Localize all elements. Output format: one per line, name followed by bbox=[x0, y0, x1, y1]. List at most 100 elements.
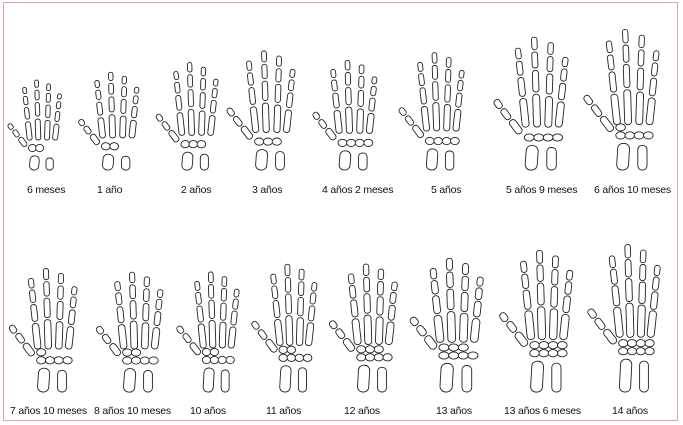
phalanx-bone bbox=[28, 278, 34, 288]
metacarpal-bone bbox=[25, 122, 32, 141]
carpal-bone bbox=[54, 357, 63, 364]
hand-xray-11-years bbox=[258, 254, 332, 392]
phalanx-bone bbox=[532, 52, 538, 68]
metacarpal-bone bbox=[545, 96, 553, 127]
ulna-bone bbox=[378, 367, 387, 392]
ulna-bone bbox=[200, 154, 208, 170]
radius-bone bbox=[357, 365, 370, 392]
phalanx-bone bbox=[222, 277, 227, 287]
phalanx-bone bbox=[420, 88, 427, 105]
metacarpal-bone bbox=[646, 98, 656, 125]
phalanx-bone bbox=[640, 264, 646, 280]
phalanx-bone bbox=[212, 88, 218, 98]
ulna-bone bbox=[638, 145, 647, 170]
phalanx-bone bbox=[95, 80, 100, 88]
carpal-bone bbox=[37, 357, 46, 364]
metacarpal-bone bbox=[98, 118, 106, 139]
carpal-bone bbox=[558, 350, 568, 357]
thumb-phalanx-bone bbox=[15, 332, 26, 344]
carpal-bone bbox=[149, 357, 158, 364]
radius-bone bbox=[123, 368, 136, 392]
age-label: 8 años 10 meses bbox=[94, 405, 171, 417]
phalanx-bone bbox=[286, 93, 293, 108]
hand-xray-7-years-10-months bbox=[14, 258, 94, 392]
age-label: 13 años 6 meses bbox=[504, 405, 581, 417]
age-label: 5 años bbox=[431, 184, 461, 196]
carpal-bone bbox=[425, 137, 434, 144]
phalanx-bone bbox=[350, 300, 358, 318]
phalanx-bone bbox=[220, 303, 226, 320]
ulna-bone bbox=[640, 361, 649, 392]
phalanx-bone bbox=[44, 282, 50, 297]
metacarpal-bone bbox=[352, 319, 362, 345]
phalanx-bone bbox=[275, 84, 281, 102]
metacarpal-bone bbox=[375, 317, 383, 345]
metacarpal-bone bbox=[188, 109, 195, 135]
phalanx-bone bbox=[298, 282, 304, 296]
carpal-bone bbox=[645, 348, 654, 355]
phalanx-bone bbox=[311, 282, 317, 291]
phalanx-bone bbox=[445, 69, 450, 82]
metacarpal-bone bbox=[434, 315, 445, 343]
age-label: 5 años 9 meses bbox=[506, 184, 577, 196]
carpal-bone bbox=[37, 349, 46, 356]
phalanx-bone bbox=[201, 67, 206, 76]
carpal-bone bbox=[202, 348, 210, 355]
phalanx-bone bbox=[652, 277, 659, 291]
ulna-bone bbox=[298, 368, 306, 392]
metacarpal-bone bbox=[209, 320, 216, 348]
phalanx-bone bbox=[566, 270, 573, 280]
metacarpal-bone bbox=[283, 110, 292, 133]
phalanx-bone bbox=[276, 56, 281, 66]
metacarpal-bone bbox=[199, 111, 206, 135]
metacarpal-bone bbox=[453, 109, 461, 131]
phalanx-bone bbox=[390, 292, 397, 304]
metacarpal-bone bbox=[447, 311, 456, 342]
phalanx-bone bbox=[133, 96, 139, 105]
phalanx-bone bbox=[532, 70, 539, 92]
phalanx-bone bbox=[476, 277, 483, 287]
metacarpal-bone bbox=[118, 324, 127, 349]
phalanx-bone bbox=[345, 88, 351, 105]
phalanx-bone bbox=[537, 283, 544, 305]
thumb-metacarpal-bone bbox=[89, 133, 100, 146]
phalanx-bone bbox=[144, 277, 150, 287]
phalanx-bone bbox=[640, 250, 646, 263]
phalanx-bone bbox=[262, 81, 268, 100]
phalanx-bone bbox=[638, 50, 644, 66]
thumb-phalanx-bone bbox=[257, 329, 268, 341]
phalanx-bone bbox=[391, 282, 397, 291]
phalanx-bone bbox=[70, 297, 77, 308]
carpal-bone bbox=[530, 350, 540, 357]
carpal-bone bbox=[530, 342, 540, 349]
phalanx-bone bbox=[208, 285, 213, 299]
phalanx-bone bbox=[154, 311, 161, 326]
carpal-bone bbox=[458, 352, 468, 359]
hand-xray-5-years bbox=[404, 42, 480, 170]
thumb-metacarpal-bone bbox=[240, 125, 254, 140]
carpal-bone bbox=[226, 356, 234, 363]
carpal-bone bbox=[357, 354, 366, 361]
phalanx-bone bbox=[548, 43, 554, 55]
phalanx-bone bbox=[24, 107, 30, 119]
thumb-phalanx-bone bbox=[101, 333, 112, 344]
metacarpal-bone bbox=[35, 119, 41, 140]
carpal-bone bbox=[189, 141, 198, 148]
hand-xray-4-years-2-months bbox=[316, 50, 394, 170]
metacarpal-bone bbox=[385, 322, 394, 345]
phalanx-bone bbox=[35, 90, 39, 100]
metacarpal-bone bbox=[549, 309, 557, 340]
carpal-bone bbox=[131, 357, 140, 364]
metacarpal-bone bbox=[228, 327, 236, 349]
phalanx-bone bbox=[653, 51, 659, 62]
carpal-bone bbox=[140, 357, 149, 364]
phalanx-bone bbox=[122, 76, 127, 84]
carpal-bone bbox=[374, 354, 383, 361]
phalanx-bone bbox=[143, 304, 149, 321]
metacarpal-bone bbox=[433, 103, 440, 131]
radius-bone bbox=[339, 150, 351, 170]
thumb-phalanx-bone bbox=[590, 104, 603, 118]
hand-xray-1-year bbox=[80, 62, 156, 170]
phalanx-bone bbox=[417, 62, 423, 72]
carpal-bone bbox=[619, 340, 628, 347]
